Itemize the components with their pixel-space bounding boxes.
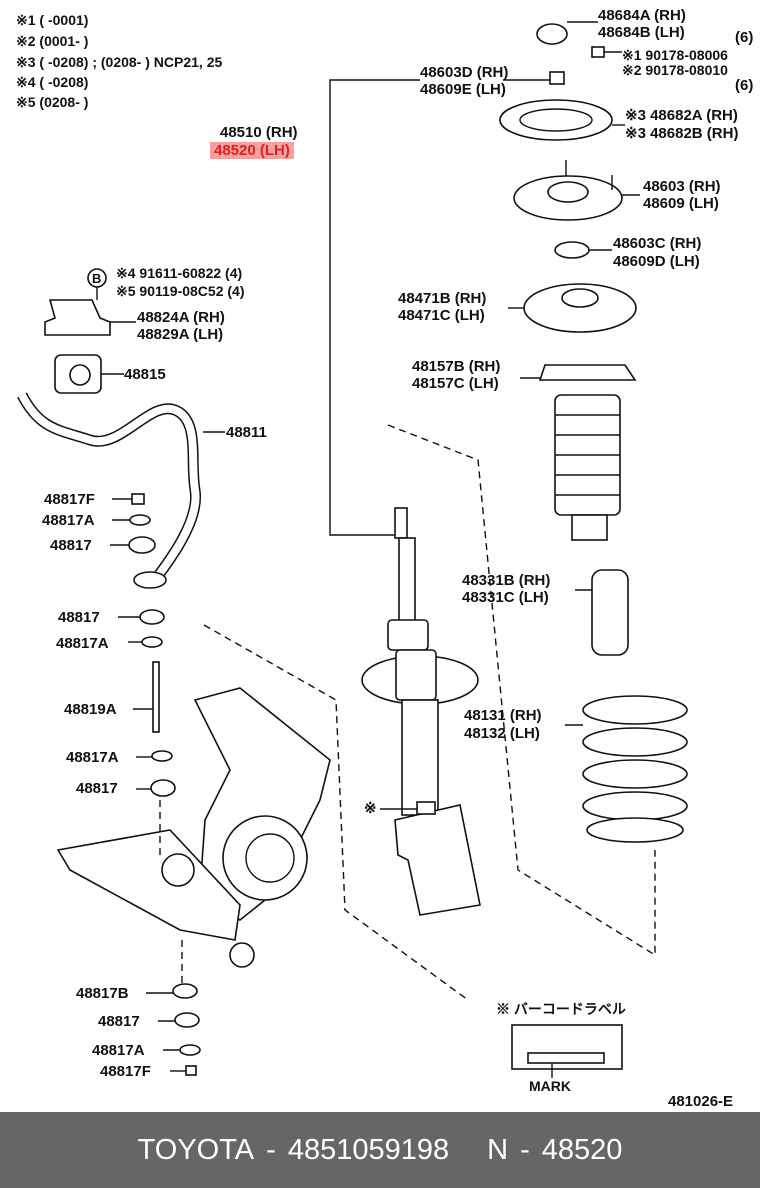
label-48331c[interactable]: 48331C (LH) [462,589,549,606]
note-4: ※4 ( -0208) [16,74,89,90]
label-90119[interactable]: ※5 90119-08C52 (4) [116,283,245,299]
label-48817f-top[interactable]: 48817F [44,491,95,508]
label-90178-2[interactable]: ※2 90178-08010 [622,62,728,78]
label-48331b[interactable]: 48331B (RH) [462,572,551,589]
knuckle-assembly [56,687,331,968]
strut-48510 [361,507,481,916]
label-star: ※ [364,800,377,817]
label-48824a[interactable]: 48824A (RH) [137,309,225,326]
label-48817-2[interactable]: 48817 [58,609,100,626]
coil-spring-48131 [582,695,688,843]
note-2: ※2 (0001- ) [16,33,89,49]
footer-bar: TOYOTA - 4851059198 N - 48520 [0,1112,760,1188]
note-1: ※1 ( -0001) [16,12,89,28]
label-b-circle: B [92,271,102,286]
footer-sep-1: - [266,1133,276,1166]
label-48817a-top[interactable]: 48817A [42,512,95,529]
label-48682a[interactable]: ※3 48682A (RH) [625,107,738,124]
nut-48817f [131,493,145,505]
nut-90178 [591,46,605,58]
label-48684a[interactable]: 48684A (RH) [598,7,686,24]
label-48510[interactable]: 48510 (RH) [220,124,298,141]
label-48471b[interactable]: 48471B (RH) [398,290,487,307]
footer-part-number: 4851059198 [287,1133,450,1166]
diagram-drawing [17,21,688,1078]
footer-sep-2: - [520,1133,530,1166]
qty-6b: (6) [735,77,754,94]
label-48817-4[interactable]: 48817 [98,1013,140,1030]
bracket-48824 [44,299,111,336]
bearing-48603c [554,241,590,259]
label-48811[interactable]: 48811 [226,424,267,441]
label-48131[interactable]: 48131 (RH) [464,707,542,724]
nut-48603d [549,71,565,85]
label-48609d[interactable]: 48609D (LH) [613,253,700,270]
label-48829a[interactable]: 48829A (LH) [137,326,224,343]
label-48603[interactable]: 48603 (RH) [643,178,721,195]
link-48819a [152,661,160,733]
note-5: ※5 (0208- ) [16,94,89,110]
diagram-id: 481026-E [668,1093,734,1110]
label-48817-top[interactable]: 48817 [50,537,92,554]
label-91611[interactable]: ※4 91611-60822 (4) [116,265,243,281]
label-90178-1[interactable]: ※1 90178-08006 [622,47,728,63]
parts-diagram: ※1 ( -0001) ※2 (0001- ) ※3 ( -0208) ; (0… [16,7,754,1110]
label-48817a-2[interactable]: 48817A [56,635,109,652]
barcode-label-caption: ※ バーコードラベル [496,1001,626,1017]
label-48815[interactable]: 48815 [124,366,166,383]
mark-label: MARK [529,1078,571,1094]
label-48520-highlighted[interactable]: 48520 (LH) [210,142,294,160]
label-48609[interactable]: 48609 (LH) [643,195,719,212]
note-3: ※3 ( -0208) ; (0208- ) NCP21, 25 [16,54,223,70]
label-48684b[interactable]: 48684B (LH) [598,24,685,41]
label-48520[interactable]: 48520 (LH) [210,142,294,159]
boot-48157 [538,364,637,381]
cap-48684 [536,23,568,45]
footer-n-label: N [487,1133,509,1166]
label-48817a-3[interactable]: 48817A [66,749,119,766]
plate-48682 [499,99,613,141]
label-48603c[interactable]: 48603C (RH) [613,235,702,252]
footer-n-value: 48520 [541,1133,623,1166]
qty-6a: (6) [735,29,754,46]
label-48609e[interactable]: 48609E (LH) [420,81,506,98]
label-48817a-4[interactable]: 48817A [92,1042,145,1059]
label-48819a[interactable]: 48819A [64,701,117,718]
label-48817b[interactable]: 48817B [76,985,129,1002]
label-48132[interactable]: 48132 (LH) [464,725,540,742]
label-48603d[interactable]: 48603D (RH) [420,64,509,81]
bumper-48331 [591,569,629,656]
label-48817-3[interactable]: 48817 [76,780,118,797]
label-48682b[interactable]: ※3 48682B (RH) [625,125,739,142]
label-48817f-4[interactable]: 48817F [100,1063,151,1080]
label-48157b[interactable]: 48157B (RH) [412,358,501,375]
label-48471c[interactable]: 48471C (LH) [398,307,485,324]
footer-brand: TOYOTA [137,1133,255,1166]
label-48157c[interactable]: 48157C (LH) [412,375,499,392]
